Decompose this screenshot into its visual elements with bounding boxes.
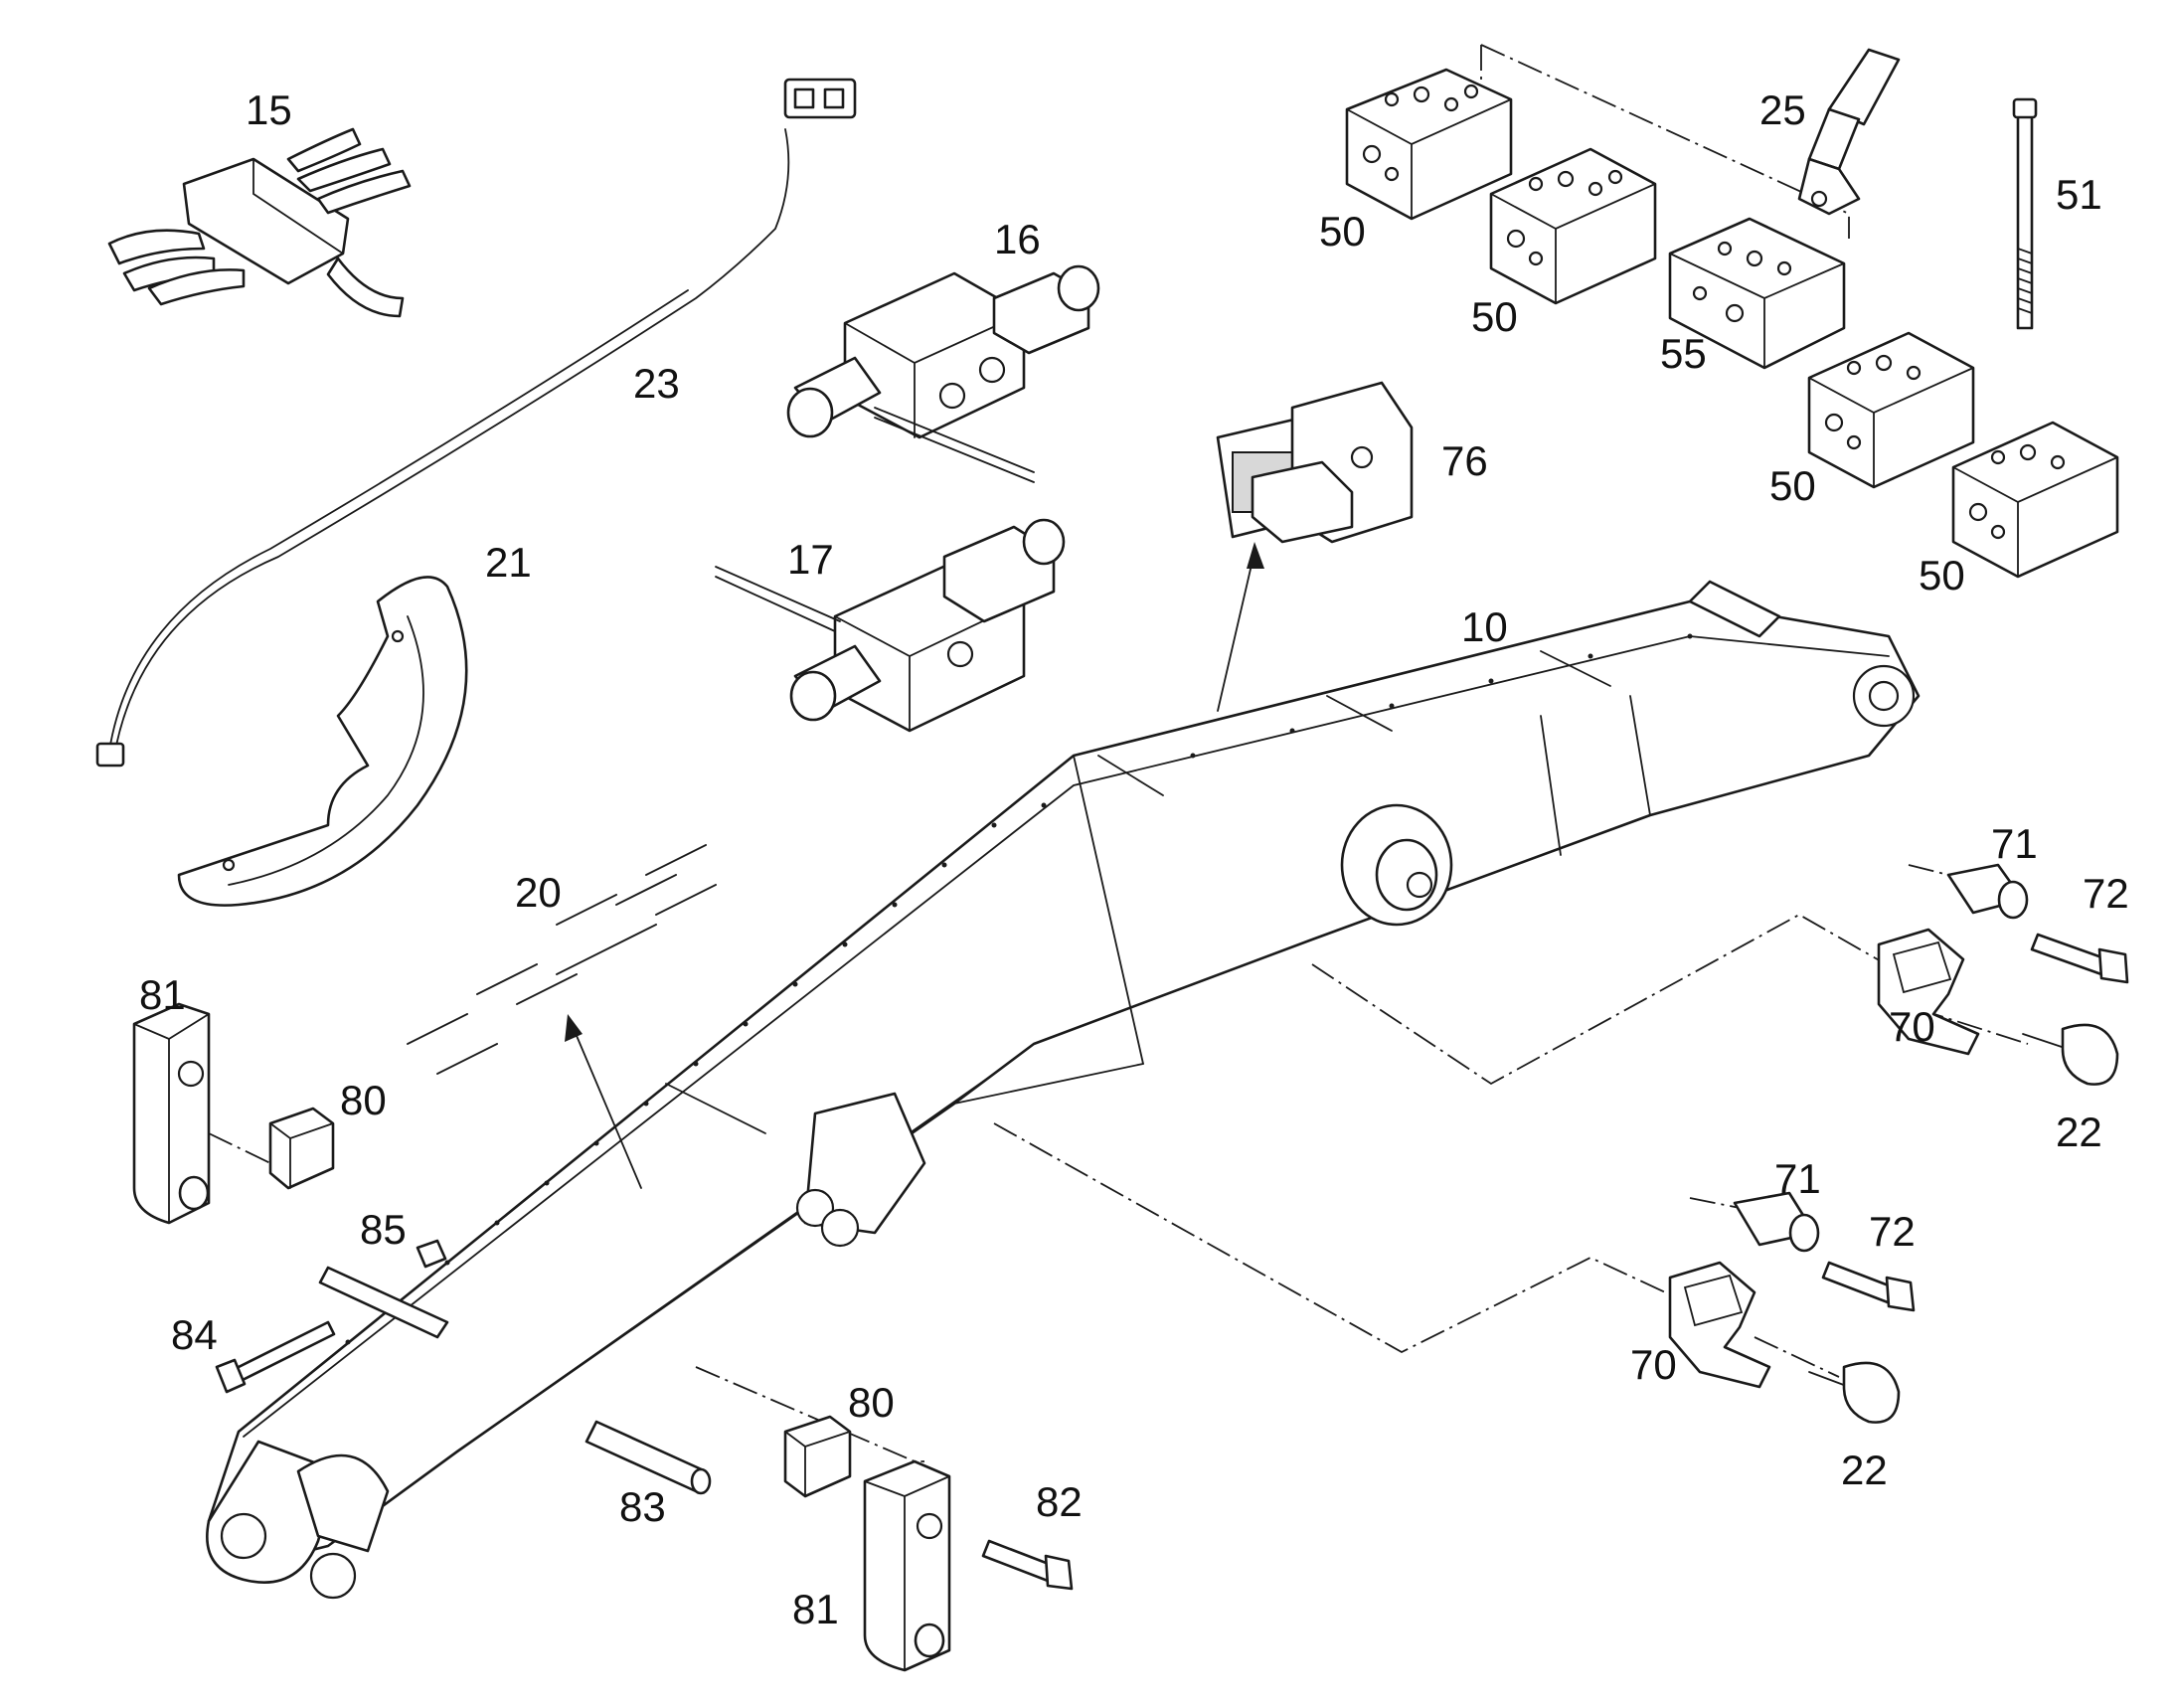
callout-22-upper: 22 (2056, 1109, 2102, 1155)
bolt-part-72-upper (2030, 933, 2129, 984)
manifold-block-part-50-d (1951, 421, 2119, 579)
mount-bracket-part-70-lower (1668, 1261, 1771, 1389)
callout-85: 85 (360, 1206, 407, 1253)
callout-80-lower: 80 (848, 1379, 895, 1426)
callout-82: 82 (1036, 1478, 1083, 1525)
callout-17: 17 (787, 536, 834, 583)
manifold-block-part-50-c (1807, 331, 1975, 489)
bracket-part-81-lower (863, 1459, 951, 1672)
bolt-part-72-lower (1821, 1261, 1916, 1312)
bracket-part-81-upper (132, 1002, 211, 1225)
cable-part-23 (95, 78, 857, 768)
long-bolt-part-51 (2012, 97, 2038, 330)
callout-15: 15 (246, 86, 292, 133)
solenoid-valve-part-16 (786, 264, 1100, 483)
callout-70-upper: 70 (1889, 1003, 1935, 1050)
manifold-block-part-50-b (1489, 147, 1657, 305)
callout-22-lower: 22 (1841, 1447, 1888, 1493)
boom-part-10 (206, 580, 1921, 1600)
hose-fitting-part-25 (1797, 48, 1901, 216)
block-part-80-lower (783, 1415, 852, 1498)
knob-part-22-upper (2022, 1023, 2119, 1086)
callout-81-lower: 81 (792, 1586, 839, 1632)
mount-bracket-part-70-upper (1877, 928, 1980, 1056)
callout-10: 10 (1461, 603, 1508, 650)
guard-plate-part-21 (177, 576, 468, 907)
manifold-block-part-55 (1668, 217, 1846, 370)
callout-50-a: 50 (1319, 208, 1366, 255)
callout-55: 55 (1660, 330, 1707, 377)
callout-72-lower: 72 (1869, 1208, 1916, 1255)
callout-83: 83 (619, 1483, 666, 1530)
connector-housing-part-76 (1216, 381, 1414, 544)
callout-20: 20 (515, 869, 562, 916)
callout-72-upper: 72 (2083, 870, 2129, 917)
callout-81-upper: 81 (139, 971, 186, 1018)
callout-76: 76 (1441, 437, 1488, 484)
spacer-part-71-lower (1733, 1191, 1820, 1253)
callout-80-upper: 80 (340, 1077, 387, 1123)
spacer-part-71-upper (1946, 863, 2029, 920)
callout-50-b: 50 (1471, 293, 1518, 340)
pin-bolt-parts-84-85 (215, 1239, 449, 1394)
indicator-arrows (565, 542, 1264, 1189)
callout-25: 25 (1759, 86, 1806, 133)
callout-50-c: 50 (1769, 462, 1816, 509)
callout-71-upper: 71 (1991, 820, 2038, 867)
callout-71-lower: 71 (1774, 1155, 1821, 1202)
valve-block-part-15 (107, 127, 412, 318)
pin-part-83 (585, 1420, 712, 1495)
callout-21: 21 (485, 539, 532, 586)
fittings-part-20 (407, 844, 717, 1075)
callout-84: 84 (171, 1311, 218, 1358)
manifold-block-part-50-a (1345, 68, 1513, 221)
callout-51: 51 (2056, 171, 2102, 218)
callout-50-d: 50 (1919, 552, 1965, 598)
bolt-part-82 (981, 1539, 1074, 1591)
callout-16: 16 (994, 216, 1041, 262)
solenoid-valve-part-17 (715, 518, 1066, 733)
callout-70-lower: 70 (1630, 1341, 1677, 1388)
callout-23: 23 (633, 360, 680, 407)
block-part-80-upper (268, 1107, 335, 1190)
knob-part-22-lower (1808, 1361, 1901, 1424)
